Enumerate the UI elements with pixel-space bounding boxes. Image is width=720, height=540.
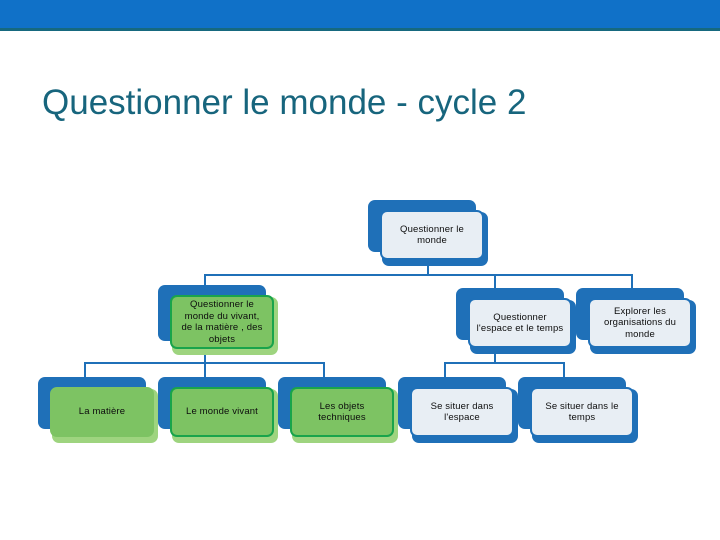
connector-to-organisations — [631, 274, 633, 290]
node-face: Questionner le monde du vivant, de la ma… — [170, 295, 274, 349]
node-les-objets-techniques[interactable]: Les objets techniques — [278, 377, 398, 443]
top-decorative-bar — [0, 0, 720, 28]
connector-to-le-monde-vivant — [204, 362, 206, 378]
node-face: Questionner l'espace et le temps — [468, 298, 572, 348]
node-face: La matière — [50, 387, 154, 437]
node-la-matiere[interactable]: La matière — [38, 377, 158, 443]
node-face: Se situer dans le temps — [530, 387, 634, 437]
node-label: Les objets techniques — [318, 400, 366, 424]
node-face: Explorer les organisations du monde — [588, 298, 692, 348]
node-le-monde-vivant[interactable]: Le monde vivant — [158, 377, 278, 443]
connector-to-monde-vivant — [204, 274, 206, 287]
node-face: Le monde vivant — [170, 387, 274, 437]
connector-level1-bus — [204, 274, 632, 276]
node-questionner-le-monde[interactable]: Questionner le monde — [368, 200, 488, 266]
connector-to-se-situer-temps — [563, 362, 565, 378]
connector-green-stem — [204, 351, 206, 363]
connector-root-stem — [427, 262, 429, 275]
node-questionner-monde-vivant[interactable]: Questionner le monde du vivant, de la ma… — [158, 285, 278, 355]
connector-to-se-situer-espace — [444, 362, 446, 378]
node-face: Se situer dans l'espace — [410, 387, 514, 437]
node-label: Se situer dans le temps — [545, 400, 619, 424]
top-bar-accent-line — [0, 28, 720, 31]
connector-to-les-objets-techniques — [323, 362, 325, 378]
node-face: Questionner le monde — [380, 210, 484, 260]
node-se-situer-dans-temps[interactable]: Se situer dans le temps — [518, 377, 638, 443]
node-questionner-espace-temps[interactable]: Questionner l'espace et le temps — [456, 288, 576, 354]
connector-to-espace-temps — [494, 274, 496, 290]
node-face: Les objets techniques — [290, 387, 394, 437]
connector-espace-bus — [444, 362, 564, 364]
connector-to-la-matiere — [84, 362, 86, 378]
node-label: Questionner le monde — [400, 223, 464, 247]
node-se-situer-dans-espace[interactable]: Se situer dans l'espace — [398, 377, 518, 443]
page-title: Questionner le monde - cycle 2 — [42, 83, 527, 123]
node-label: Questionner l'espace et le temps — [476, 311, 564, 335]
node-label: La matière — [78, 406, 126, 418]
node-explorer-organisations-monde[interactable]: Explorer les organisations du monde — [576, 288, 696, 354]
connector-espace-stem — [494, 350, 496, 362]
node-label: Questionner le monde du vivant, de la ma… — [181, 299, 263, 345]
node-label: Explorer les organisations du monde — [603, 305, 677, 340]
node-label: Se situer dans l'espace — [430, 400, 494, 424]
node-label: Le monde vivant — [186, 406, 258, 418]
